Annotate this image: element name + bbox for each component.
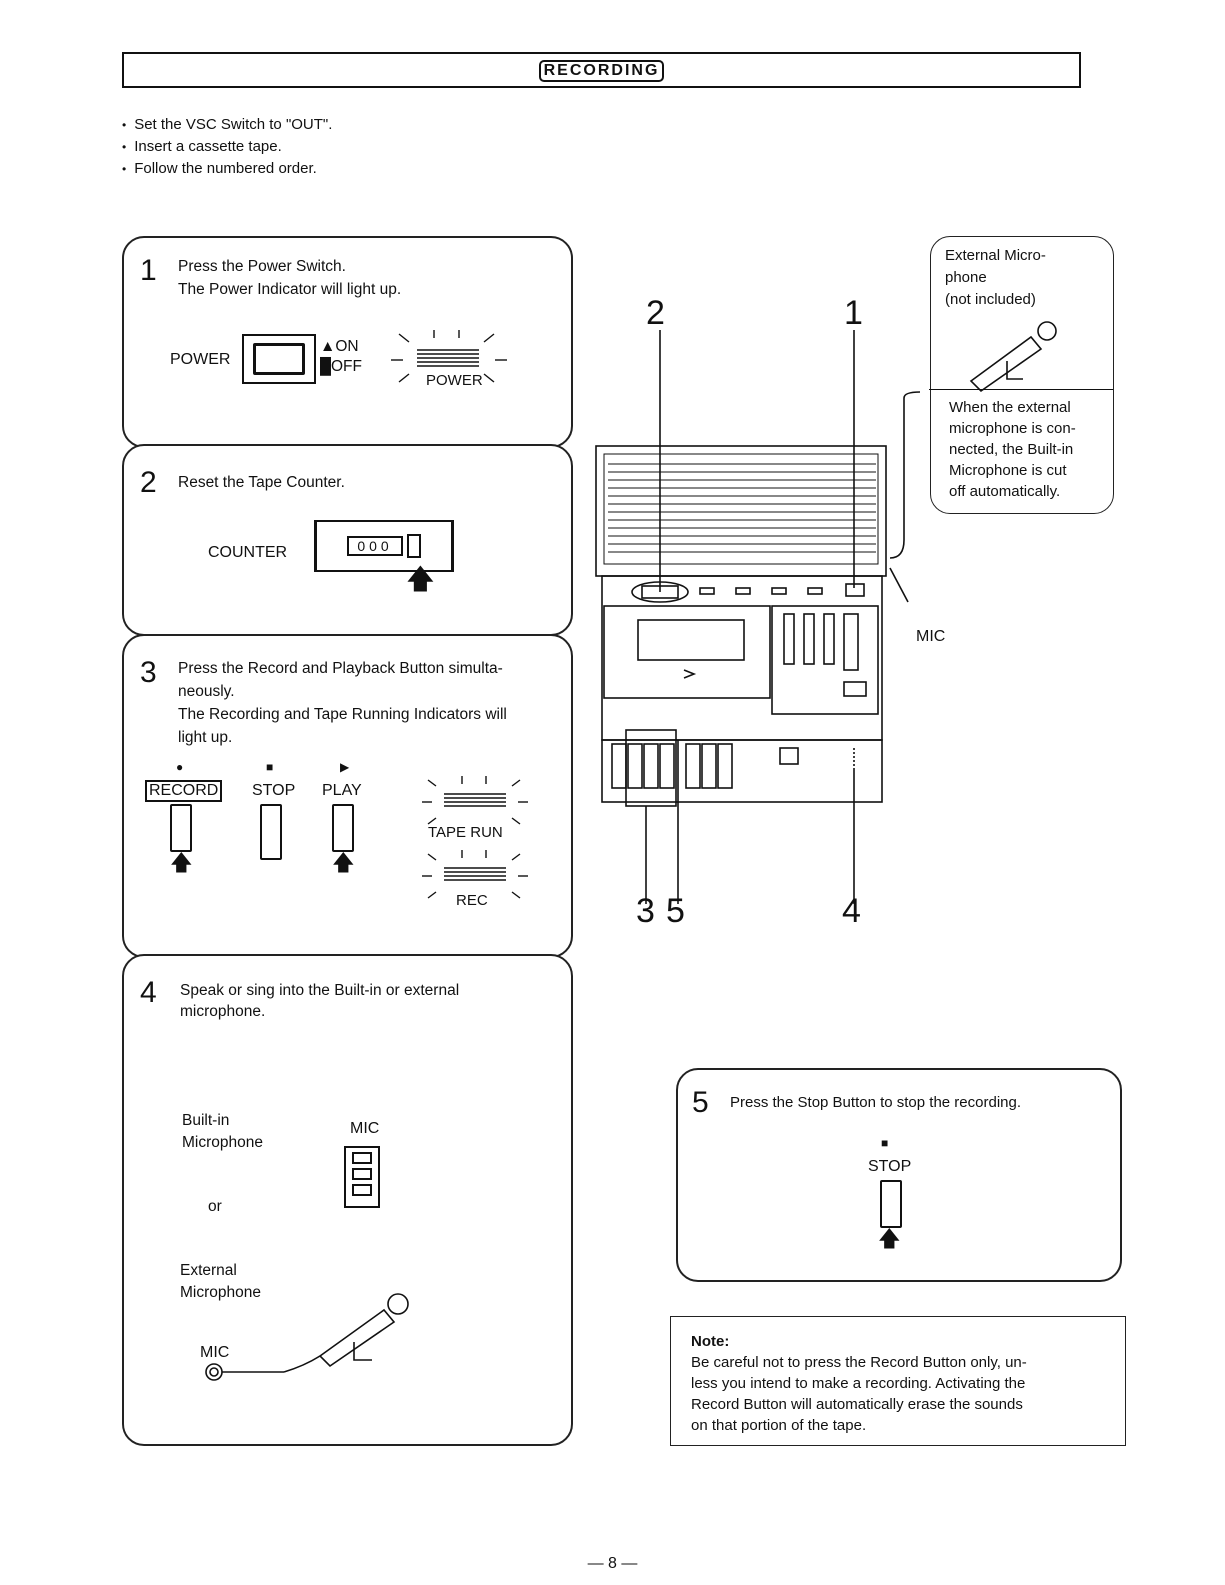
- step-number: 1: [140, 254, 157, 287]
- note-box: Note: Be careful not to press the Record…: [670, 1316, 1126, 1446]
- step-text: Speak or sing into the Built-in or exter…: [180, 982, 460, 999]
- record-dot-icon: ●: [176, 760, 184, 774]
- external-label: External: [180, 1262, 237, 1279]
- note-heading: Note:: [691, 1333, 730, 1350]
- power-indicator-label: POWER: [426, 372, 483, 389]
- step-number: 5: [692, 1086, 709, 1119]
- callout-number-5: 5: [666, 892, 685, 930]
- mic-label: MIC: [350, 1120, 380, 1137]
- callout-divider: [929, 389, 1113, 390]
- note-text: less you intend to make a recording. Act…: [691, 1375, 1026, 1392]
- mic-location-label: MIC: [916, 628, 946, 645]
- arrow-up-icon: 🡅: [878, 1226, 901, 1251]
- bullet-item: Insert a cassette tape.: [122, 136, 332, 158]
- tape-run-label: TAPE RUN: [428, 824, 503, 841]
- callout-note: off automatically.: [949, 483, 1061, 500]
- note-text: Record Button will automatically erase t…: [691, 1396, 1023, 1413]
- step-3-panel: 3 Press the Record and Playback Button s…: [122, 634, 573, 958]
- callout-note: When the external: [949, 399, 1071, 416]
- bullet-item: Follow the numbered order.: [122, 158, 332, 180]
- stop-button[interactable]: [260, 804, 282, 860]
- power-switch-frame: [242, 334, 316, 384]
- arrow-up-icon: 🡅: [170, 850, 193, 875]
- step-text: Press the Stop Button to stop the record…: [730, 1094, 1022, 1111]
- step-4-panel: 4 Speak or sing into the Built-in or ext…: [122, 954, 573, 1446]
- step-text: neously.: [178, 683, 235, 700]
- step-text: light up.: [178, 729, 233, 746]
- counter-reset-button[interactable]: [407, 534, 421, 558]
- callout-number-3: 3: [636, 892, 655, 930]
- stop-square-icon: ■: [881, 1136, 889, 1150]
- play-label: PLAY: [322, 782, 362, 799]
- dictation-machine-illustration: [595, 330, 920, 904]
- external-microphone-icon: [205, 1293, 409, 1381]
- step-1-panel: 1 Press the Power Switch. The Power Indi…: [122, 236, 573, 448]
- stop-button[interactable]: [880, 1180, 902, 1228]
- bullet-item: Set the VSC Switch to "OUT".: [122, 114, 332, 136]
- callout-number-1: 1: [844, 294, 863, 332]
- arrow-up-icon: 🡅: [406, 563, 435, 594]
- rec-label: REC: [456, 892, 488, 909]
- callout-note: Microphone is cut: [949, 462, 1067, 479]
- tape-run-indicator-icon: [422, 776, 528, 825]
- step-text: Press the Power Switch.: [178, 258, 346, 275]
- page-number: — 8 —: [587, 1555, 638, 1572]
- intro-bullets: Set the VSC Switch to "OUT". Insert a ca…: [122, 114, 332, 180]
- rec-indicator-icon: [422, 850, 528, 899]
- note-text: Be careful not to press the Record Butto…: [691, 1354, 1027, 1371]
- callout-text: phone: [945, 269, 987, 286]
- counter-frame: 000: [314, 520, 454, 572]
- external-microphone-icon: [969, 321, 1057, 393]
- callout-note: microphone is con-: [949, 420, 1076, 437]
- power-indicator-icon: [391, 330, 507, 383]
- step-5-panel: 5 Press the Stop Button to stop the reco…: [676, 1068, 1122, 1282]
- note-text: on that portion of the tape.: [691, 1417, 867, 1434]
- record-label: RECORD: [145, 780, 223, 802]
- or-label: or: [208, 1198, 222, 1215]
- play-triangle-icon: ▶: [340, 760, 350, 774]
- builtin-mic-grille-icon: [344, 1146, 380, 1208]
- mic-jack-label: MIC: [200, 1344, 230, 1361]
- arrow-up-icon: 🡅: [332, 850, 355, 875]
- record-button[interactable]: [170, 804, 192, 852]
- step-number: 3: [140, 656, 157, 689]
- on-label: ▲ON: [320, 338, 359, 355]
- step-number: 2: [140, 466, 157, 499]
- page-title: RECORDING: [124, 60, 1079, 82]
- callout-text: (not included): [945, 291, 1036, 308]
- step-text: microphone.: [180, 1003, 266, 1020]
- callout-number-2: 2: [646, 294, 665, 332]
- callout-text: External Micro-: [945, 247, 1046, 264]
- external-mic-callout: External Micro- phone (not included) Whe…: [929, 236, 1114, 514]
- builtin-label: Microphone: [182, 1134, 263, 1151]
- counter-label: COUNTER: [208, 544, 288, 561]
- power-switch-button[interactable]: [253, 343, 305, 375]
- stop-label: STOP: [252, 782, 296, 799]
- stop-square-icon: ■: [266, 760, 274, 774]
- step-text: Reset the Tape Counter.: [178, 474, 345, 491]
- step-text: The Power Indicator will light up.: [178, 281, 402, 298]
- title-bar: RECORDING: [122, 52, 1081, 88]
- power-label: POWER: [170, 351, 231, 368]
- step-text: Press the Record and Playback Button sim…: [178, 660, 503, 677]
- off-label: █OFF: [320, 358, 362, 375]
- callout-number-4: 4: [842, 892, 861, 930]
- step-number: 4: [140, 976, 157, 1009]
- counter-display: 000: [347, 536, 403, 556]
- callout-note: nected, the Built-in: [949, 441, 1074, 458]
- step-2-panel: 2 Reset the Tape Counter. COUNTER 000 🡅: [122, 444, 573, 636]
- play-button[interactable]: [332, 804, 354, 852]
- builtin-label: Built-in: [182, 1112, 230, 1129]
- stop-label: STOP: [868, 1158, 912, 1175]
- step-text: The Recording and Tape Running Indicator…: [178, 706, 507, 723]
- external-label: Microphone: [180, 1284, 261, 1301]
